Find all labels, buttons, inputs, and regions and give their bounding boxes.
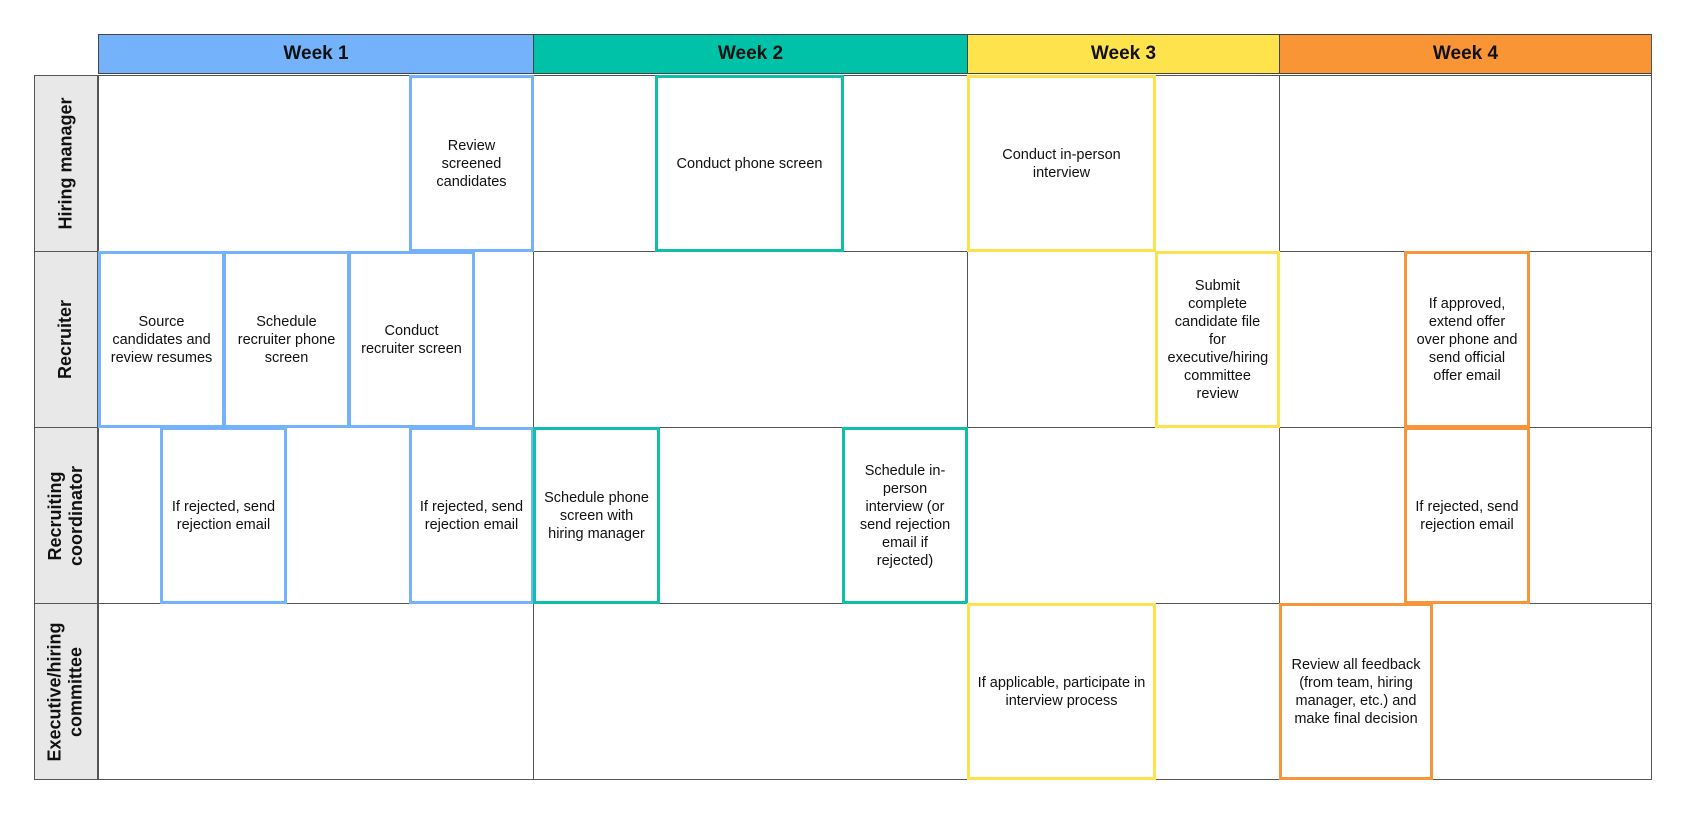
task-conduct-in-person-interview: Conduct in-person interview: [967, 75, 1156, 252]
week-3-header: Week 3: [967, 34, 1280, 74]
task-schedule-recruiter-phone-screen: Schedule recruiter phone screen: [223, 251, 350, 428]
week-2-label: Week 2: [717, 43, 784, 64]
task-review-all-feedback: Review all feedback (from team, hiring m…: [1279, 603, 1433, 780]
week-4-label: Week 4: [1432, 43, 1499, 64]
task-extend-offer: If approved, extend offer over phone and…: [1404, 251, 1530, 428]
task-conduct-recruiter-screen: Conduct recruiter screen: [348, 251, 475, 428]
task-source-candidates: Source candidates and review resumes: [98, 251, 225, 428]
task-conduct-phone-screen: Conduct phone screen: [655, 75, 844, 252]
lane-header-recruiter: Recruiter: [34, 251, 98, 428]
task-send-rejection-email: If rejected, send rejection email: [160, 427, 287, 604]
grid-top-border: [98, 75, 1652, 76]
lane-label: Executive/hiring committee: [45, 621, 87, 762]
week-2-header: Week 2: [533, 34, 968, 74]
week-1-label: Week 1: [283, 43, 349, 64]
task-schedule-phone-screen-hiring-manager: Schedule phone screen with hiring manage…: [533, 427, 660, 604]
week-1-header: Week 1: [98, 34, 534, 74]
lane-label: Hiring manager: [55, 97, 76, 230]
week-3-label: Week 3: [1090, 43, 1157, 64]
task-participate-in-interview: If applicable, participate in interview …: [967, 603, 1156, 780]
grid-row-divider: [98, 251, 1652, 252]
lane-label: Recruiter: [55, 299, 76, 380]
lane-header-executive-committee: Executive/hiring committee: [34, 603, 98, 780]
task-send-rejection-email: If rejected, send rejection email: [1404, 427, 1530, 604]
task-send-rejection-email: If rejected, send rejection email: [409, 427, 534, 604]
task-submit-candidate-file: Submit complete candidate file for execu…: [1155, 251, 1280, 428]
task-schedule-in-person-interview: Schedule in-person interview (or send re…: [842, 427, 968, 604]
lane-header-recruiting-coordinator: Recruiting coordinator: [34, 427, 98, 604]
week-4-header: Week 4: [1279, 34, 1652, 74]
grid-bottom-border: [34, 779, 1652, 780]
task-review-screened-candidates: Review screened candidates: [409, 75, 534, 252]
grid-right-border: [1651, 34, 1652, 780]
lane-label: Recruiting coordinator: [45, 465, 86, 566]
lane-header-hiring-manager: Hiring manager: [34, 75, 98, 252]
